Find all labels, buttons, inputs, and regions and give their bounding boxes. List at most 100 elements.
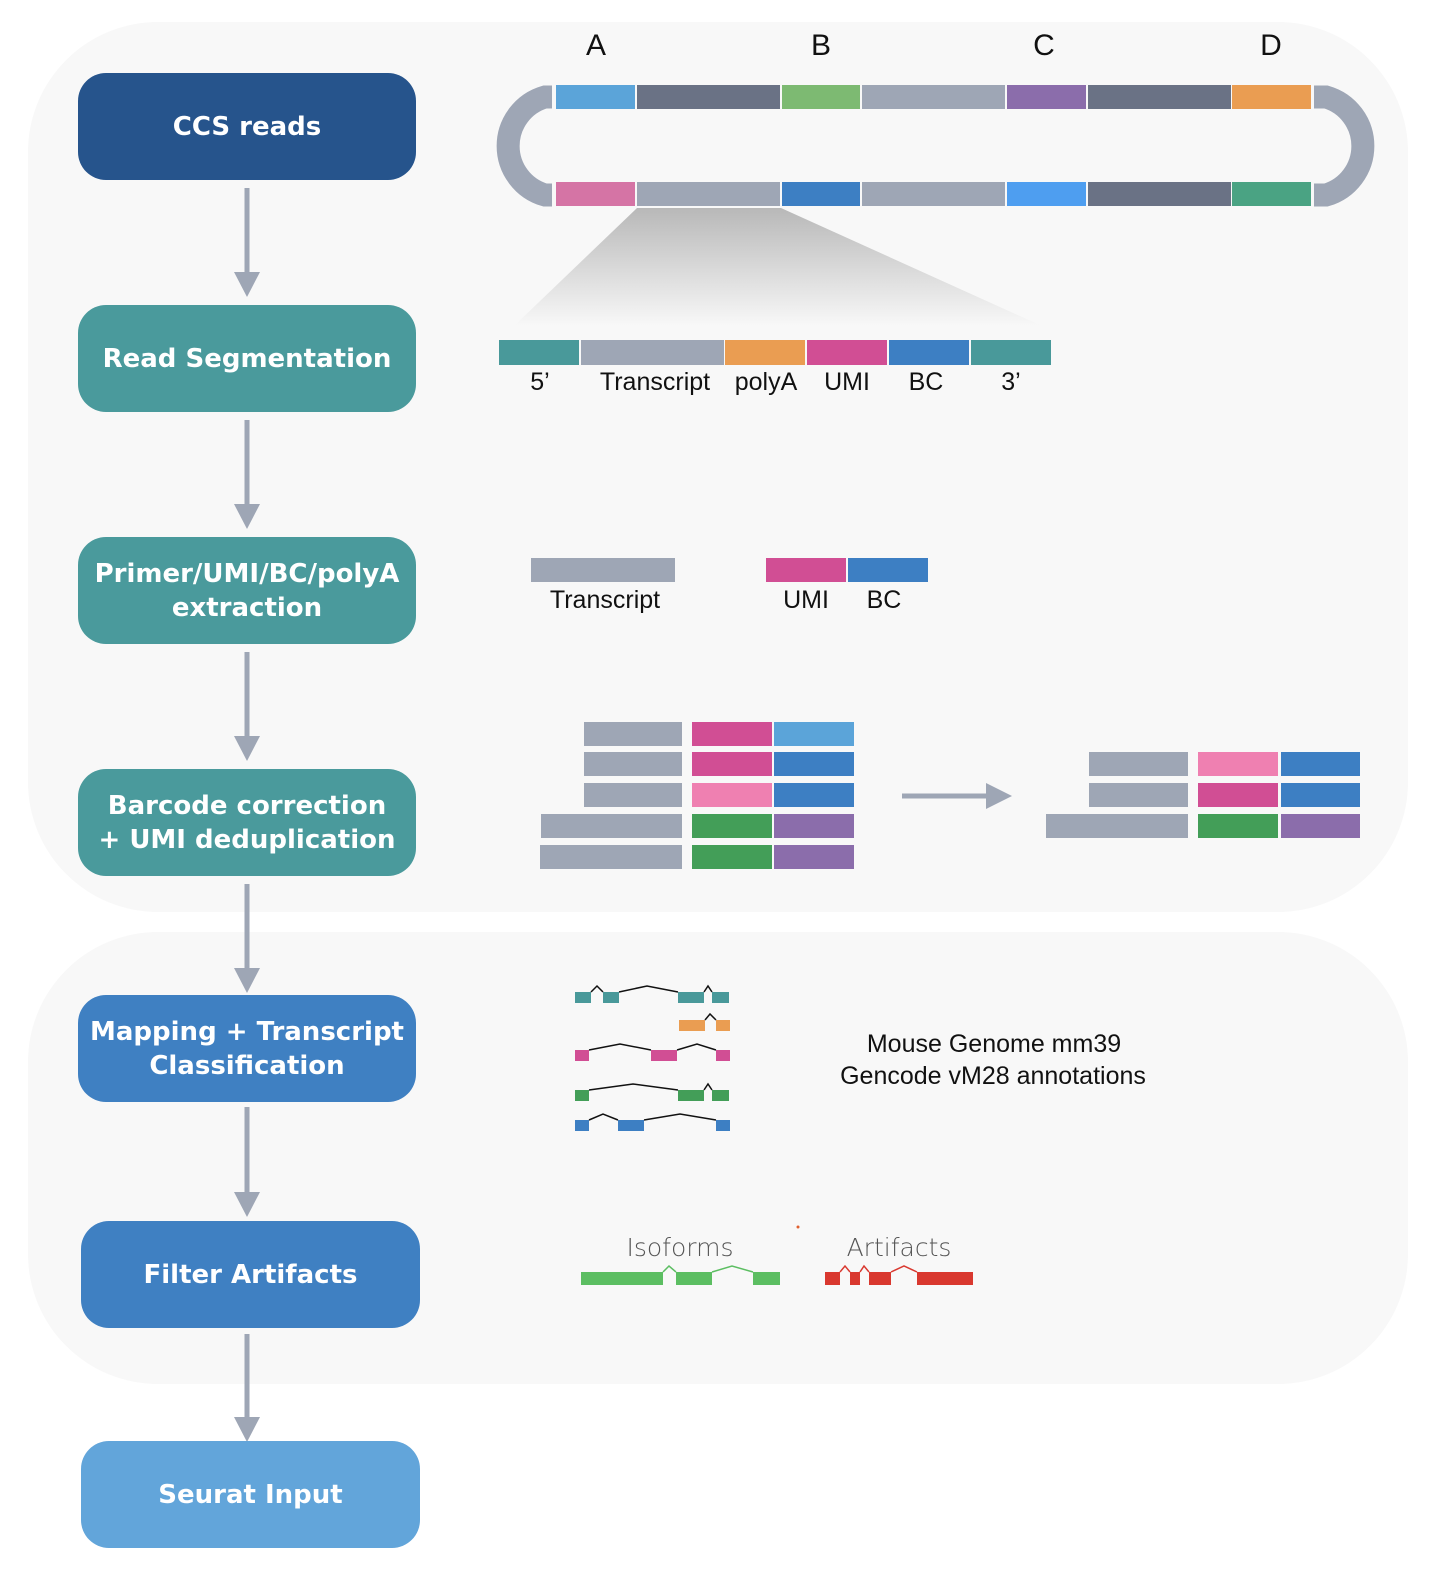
flow-arrow-head (234, 736, 260, 761)
step-barcode-correction: Barcode correction + UMI deduplication (78, 769, 416, 876)
ccs-segment (782, 85, 860, 109)
segment-label-polya: polyA (735, 368, 798, 396)
extracted-block (531, 558, 675, 582)
ccs-segment (862, 85, 1005, 109)
exon (575, 1050, 589, 1061)
flow-arrow-head (234, 272, 260, 297)
read-segment (971, 340, 1051, 365)
ccs-segment (637, 182, 780, 206)
step-seurat-input: Seurat Input (81, 1441, 420, 1548)
read-block (540, 845, 682, 869)
exon (678, 992, 704, 1003)
extracted-umi-label: UMI (783, 586, 829, 614)
intron (588, 1043, 652, 1051)
exon (575, 1090, 589, 1101)
read-block (1198, 752, 1278, 776)
flow-arrows (234, 188, 260, 1442)
read-block (1281, 783, 1360, 807)
read-label-c: C (1033, 29, 1055, 62)
read-block (541, 814, 682, 838)
read-label-b: B (811, 29, 831, 62)
read-segment (725, 340, 805, 365)
read-block (584, 752, 682, 776)
flow-arrow-head (234, 1192, 260, 1217)
intron (704, 1012, 717, 1021)
ccs-read-loop (496, 85, 1375, 207)
ccs-segment (637, 85, 780, 109)
read-block (584, 783, 682, 807)
step-ccs-reads: CCS reads (78, 73, 416, 180)
segment-label-3prime: 3’ (1001, 368, 1020, 396)
read-block (692, 722, 772, 746)
ccs-bottom-strand (556, 182, 1311, 206)
extracted-parts (531, 558, 928, 582)
extracted-block (766, 558, 846, 582)
ccs-segment (556, 85, 635, 109)
artifact-model (825, 1264, 973, 1285)
read-block (584, 722, 682, 746)
transcript-models (575, 984, 730, 1131)
exon (716, 1050, 730, 1061)
reference-annotation: Gencode vM28 annotations (840, 1062, 1146, 1090)
segment-label-umi: UMI (824, 368, 870, 396)
read-segment (499, 340, 579, 365)
read-label-a: A (586, 29, 606, 62)
intron (588, 1083, 679, 1091)
step-extraction: Primer/UMI/BC/polyA extraction (78, 537, 416, 644)
intron (703, 984, 713, 993)
exon (651, 1050, 677, 1061)
read-block (1198, 814, 1278, 838)
ccs-segment (1232, 182, 1311, 206)
read-block (774, 752, 854, 776)
extracted-block (848, 558, 928, 582)
segment-label-5prime: 5’ (530, 368, 549, 396)
ccs-segment (1007, 85, 1086, 109)
read-block (1281, 752, 1360, 776)
ccs-segment (1007, 182, 1086, 206)
intron (590, 984, 604, 993)
read-block (1046, 814, 1188, 838)
step-mapping: Mapping + Transcript Classification (78, 995, 416, 1102)
exon (716, 1020, 730, 1031)
flow-arrow-head (234, 968, 260, 993)
exon (618, 1120, 644, 1131)
flow-arrow-head (234, 504, 260, 529)
ccs-segment (1088, 182, 1231, 206)
ccs-segment (1232, 85, 1311, 109)
read-block (774, 814, 854, 838)
read-block (774, 722, 854, 746)
read-label-d: D (1260, 29, 1282, 62)
read-block (1198, 783, 1278, 807)
read-block (692, 845, 772, 869)
exon (712, 992, 729, 1003)
intron (676, 1043, 717, 1051)
intron (588, 1113, 619, 1121)
segmented-read (499, 340, 1051, 365)
intron (703, 1082, 713, 1091)
exon (678, 1090, 704, 1101)
ccs-segment (862, 182, 1005, 206)
step-read-segmentation: Read Segmentation (78, 305, 416, 412)
exon (575, 1120, 589, 1131)
read-segment (889, 340, 969, 365)
ccs-segment (556, 182, 635, 206)
read-block (1089, 752, 1188, 776)
intron (643, 1113, 717, 1121)
read-block (692, 752, 772, 776)
read-block (1089, 783, 1188, 807)
isoform-model (581, 1264, 780, 1285)
isoforms-label: Isoforms (626, 1233, 733, 1262)
exon (712, 1090, 729, 1101)
reads-after-dedup (1046, 752, 1360, 838)
extracted-bc-label: BC (867, 586, 902, 614)
read-block (1281, 814, 1360, 838)
reads-before-dedup (540, 722, 854, 869)
flow-arrow-head (234, 1417, 260, 1442)
artifacts-label: Artifacts (847, 1233, 952, 1262)
zoom-wedge (514, 208, 1042, 326)
ccs-segment (1088, 85, 1231, 109)
ccs-segment (782, 182, 860, 206)
stray-dot (796, 1225, 800, 1229)
exon (603, 992, 619, 1003)
